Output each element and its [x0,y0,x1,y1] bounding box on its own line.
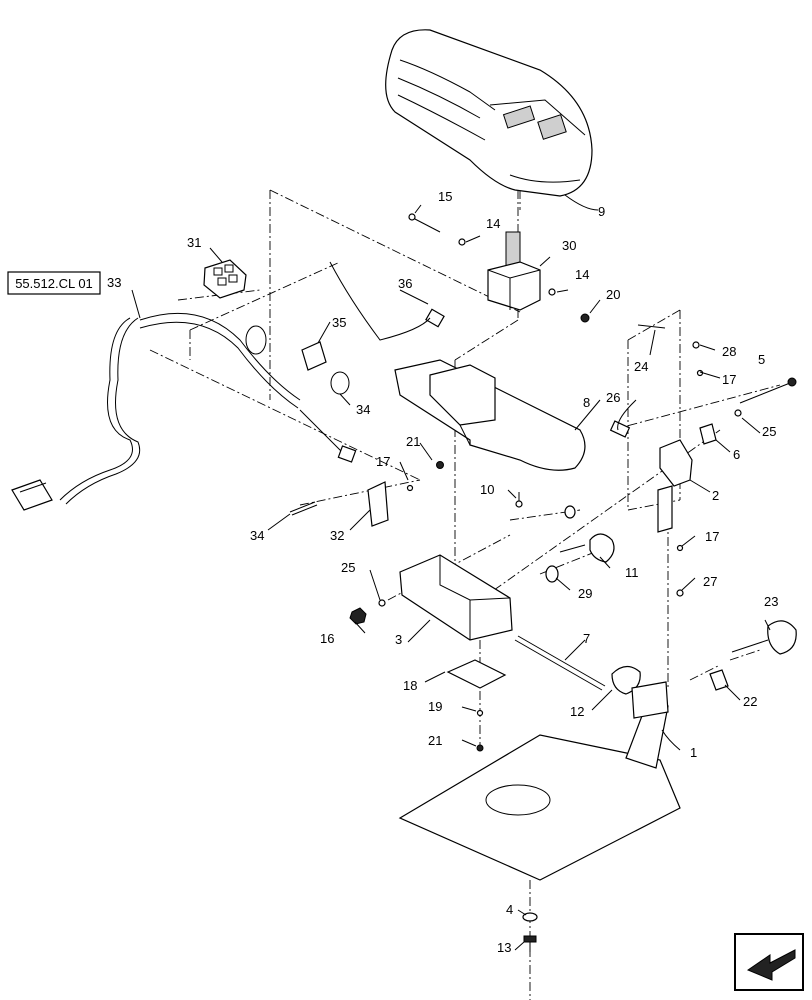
callout-10: 10 [480,482,494,497]
callout-7: 7 [583,631,590,646]
callout-8: 8 [583,395,590,410]
callout-26: 26 [606,390,620,405]
callout-21a: 21 [406,434,420,449]
callout-4: 4 [506,902,513,917]
callout-28: 28 [722,344,736,359]
callout-20: 20 [606,287,620,302]
callout-23: 23 [764,594,778,609]
callout-17c: 17 [705,529,719,544]
leader-lines [131,194,771,951]
callout-16: 16 [320,631,334,646]
callout-18: 18 [403,678,417,693]
callout-14a: 14 [486,216,500,231]
callout-11: 11 [625,565,639,580]
callout-6: 6 [733,447,740,462]
callout-34b: 34 [356,402,370,417]
callout-9: 9 [598,204,605,219]
mounting-block [487,231,541,311]
bracket-plate [394,359,586,471]
clamp [657,439,693,533]
adjustment-knobs [559,533,797,695]
callout-12: 12 [570,704,584,719]
base-plate [398,681,681,881]
callout-21b: 21 [428,733,442,748]
reference-box[interactable]: 55.512.CL 01 [7,271,101,295]
callout-32: 32 [330,528,344,543]
callout-22: 22 [743,694,757,709]
callout-34a: 34 [250,528,264,543]
hardware [349,213,797,952]
return-arrow-icon[interactable] [734,933,804,991]
wire-harness [11,259,431,527]
reference-label: 55.512.CL 01 [15,276,93,291]
callout-1: 1 [690,745,697,760]
callout-31: 31 [187,235,201,250]
callout-13: 13 [497,940,511,955]
threaded-rod [514,635,606,691]
callout-33: 33 [107,275,121,290]
callout-14b: 14 [575,267,589,282]
callout-2: 2 [712,488,719,503]
callout-30: 30 [562,238,576,253]
callout-27: 27 [703,574,717,589]
channel-bracket [399,554,513,641]
callout-3: 3 [395,632,402,647]
callout-19: 19 [428,699,442,714]
small-plate [446,659,507,689]
callout-25b: 25 [762,424,776,439]
callout-15: 15 [438,189,452,204]
callout-24: 24 [634,359,648,374]
callout-5: 5 [758,352,765,367]
callout-29: 29 [578,586,592,601]
callout-35: 35 [332,315,346,330]
armrest-console [385,29,593,197]
callout-25a: 25 [341,560,355,575]
callout-17a: 17 [376,454,390,469]
callout-labels: 1 2 3 4 5 6 7 8 9 10 11 12 13 14 14 15 1… [107,189,778,955]
callout-17b: 17 [722,372,736,387]
bushing [709,669,729,691]
callout-36: 36 [398,276,412,291]
